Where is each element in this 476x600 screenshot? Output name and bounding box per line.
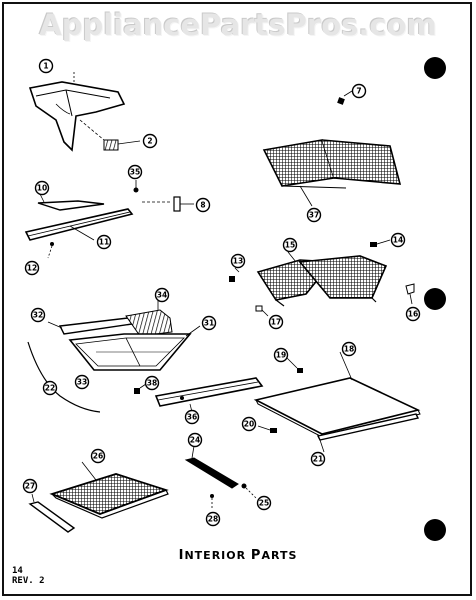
part-wire-shelf-middle	[256, 251, 388, 307]
part-housing-upper-left	[28, 72, 126, 152]
callout-35: 35	[127, 164, 143, 180]
part-filter-block	[79, 119, 141, 151]
part-screw-25	[241, 483, 257, 499]
callout-number: 13	[233, 257, 243, 266]
callout-number: 28	[208, 515, 218, 524]
callout-number: 14	[393, 236, 403, 245]
callout-number: 21	[313, 455, 323, 464]
watermark-text: AppliancePartsPros.com	[39, 8, 437, 42]
callout-1: 1	[38, 58, 54, 74]
callout-number: 25	[259, 499, 269, 508]
callout-number: 1	[43, 62, 48, 71]
page-border	[2, 2, 472, 596]
callout-number: 22	[45, 384, 55, 393]
part-crisper-frame	[27, 298, 201, 413]
callout-10: 10	[34, 180, 50, 196]
part-glass-shelf	[253, 351, 421, 439]
callout-number: 7	[356, 87, 361, 96]
part-stop-14	[370, 239, 391, 247]
callout-14: 14	[390, 232, 406, 248]
part-stop-17	[255, 305, 269, 317]
callout-number: 17	[271, 318, 281, 327]
callout-8: 8	[195, 197, 211, 213]
callout-number: 19	[276, 351, 286, 360]
callout-number: 18	[344, 345, 354, 354]
binder-hole-top	[424, 57, 446, 79]
part-support-bar	[154, 377, 264, 413]
callout-15: 15	[282, 237, 298, 253]
part-shelf-trim	[316, 413, 420, 453]
callout-number: 37	[309, 211, 319, 220]
callout-25: 25	[256, 495, 272, 511]
part-wire-shelf-upper	[262, 139, 402, 207]
callout-number: 11	[99, 238, 109, 247]
callout-number: 10	[37, 184, 47, 193]
callout-28: 28	[205, 511, 221, 527]
callout-number: 15	[285, 241, 295, 250]
callout-number: 8	[200, 201, 205, 210]
callout-number: 24	[190, 436, 200, 445]
part-wire-shelf-lower	[49, 461, 169, 519]
part-clip-small	[337, 90, 353, 105]
callout-number: 36	[187, 413, 197, 422]
callout-11: 11	[96, 234, 112, 250]
part-screw-28	[210, 494, 214, 510]
part-clip-19	[286, 357, 303, 373]
callout-18: 18	[341, 341, 357, 357]
callout-26: 26	[90, 448, 106, 464]
callout-number: 31	[204, 319, 214, 328]
callout-number: 35	[130, 168, 140, 177]
part-stop-20	[257, 425, 277, 433]
callout-number: 32	[33, 311, 43, 320]
callout-number: 12	[27, 264, 37, 273]
page-title: INTERIOR PARTS	[178, 548, 298, 563]
callout-38: 38	[144, 375, 160, 391]
callout-37: 37	[306, 207, 322, 223]
callout-33: 33	[74, 374, 90, 390]
callout-20: 20	[241, 416, 257, 432]
callout-number: 26	[93, 452, 103, 461]
part-bracket-16	[405, 283, 415, 305]
part-peg-13	[229, 267, 240, 282]
callout-number: 33	[77, 378, 87, 387]
part-rail-24	[184, 445, 239, 489]
callout-22: 22	[42, 380, 58, 396]
callout-number: 16	[408, 310, 418, 319]
callout-17: 17	[268, 314, 284, 330]
callout-16: 16	[405, 306, 421, 322]
callout-number: 20	[244, 420, 254, 429]
page-number: 14	[12, 566, 23, 576]
callout-7: 7	[351, 83, 367, 99]
part-screw-bracket	[133, 180, 194, 212]
callout-number: 27	[25, 482, 35, 491]
callout-24: 24	[187, 432, 203, 448]
callout-2: 2	[142, 133, 158, 149]
callout-19: 19	[273, 347, 289, 363]
callout-number: 38	[147, 379, 157, 388]
part-screw-38	[134, 383, 147, 394]
callout-31: 31	[201, 315, 217, 331]
part-shelf-rail	[24, 208, 134, 259]
part-rail-strip	[37, 193, 105, 211]
revision-label: REV. 2	[12, 576, 45, 586]
callout-27: 27	[22, 478, 38, 494]
callout-32: 32	[30, 307, 46, 323]
callout-34: 34	[154, 287, 170, 303]
callout-13: 13	[230, 253, 246, 269]
part-rail-27	[28, 493, 76, 533]
callout-21: 21	[310, 451, 326, 467]
callout-number: 34	[157, 291, 167, 300]
binder-hole-bottom	[424, 519, 446, 541]
callout-number: 2	[147, 137, 152, 146]
binder-hole-middle	[424, 288, 446, 310]
callout-12: 12	[24, 260, 40, 276]
callout-36: 36	[184, 409, 200, 425]
